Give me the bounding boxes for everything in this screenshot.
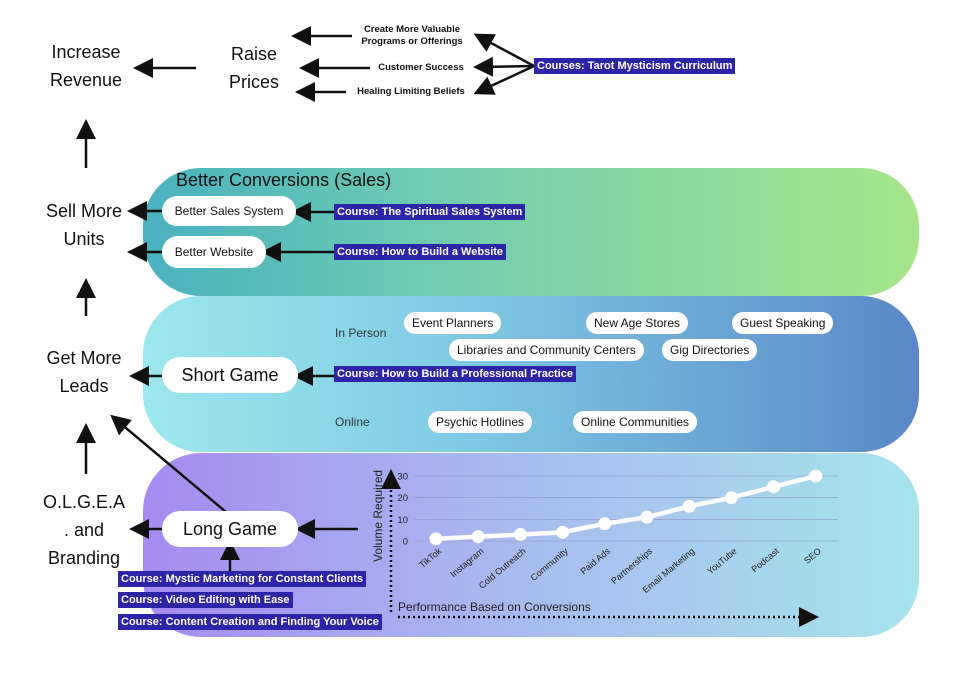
data-point-5 xyxy=(640,510,654,524)
data-point-3 xyxy=(556,525,570,539)
y-tick-label: 0 xyxy=(403,537,408,548)
course-professional-practice: Course: How to Build a Professional Prac… xyxy=(334,366,576,382)
x-tick-label: SEO xyxy=(802,546,823,566)
label-in-person: In Person xyxy=(335,326,387,340)
pill-gig-directories: Gig Directories xyxy=(662,339,758,361)
course-mystic-marketing: Course: Mystic Marketing for Constant Cl… xyxy=(118,571,367,587)
pill-short-game: Short Game xyxy=(162,357,298,393)
course-spiritual-sales-system: Course: The Spiritual Sales System xyxy=(334,204,526,220)
arrow-tarot-to-item2 xyxy=(473,56,535,77)
arrow-tarot-to-item1 xyxy=(473,33,535,68)
pill-psychic-hotlines: Psychic Hotlines xyxy=(428,411,533,433)
x-tick-label: Instagram xyxy=(448,546,485,579)
label-online: Online xyxy=(335,415,370,429)
pill-libraries-community-centers: Libraries and Community Centers xyxy=(449,339,644,361)
stage-sell-more-units: Sell More Units xyxy=(45,201,123,249)
course-build-website: Course: How to Build a Website xyxy=(334,244,507,260)
y-axis-label: Volume Required xyxy=(371,470,385,562)
raise-item-valuable-programs: Create More Valuable Programs or Offerin… xyxy=(361,24,463,47)
pill-better-sales-system: Better Sales System xyxy=(162,196,296,226)
stage-get-more-leads: Get More Leads xyxy=(46,348,122,396)
arrow-long-to-leads xyxy=(110,414,227,513)
data-point-9 xyxy=(809,469,823,483)
conversions-title: Better Conversions (Sales) xyxy=(176,170,392,190)
data-point-0 xyxy=(429,532,443,546)
data-point-8 xyxy=(767,480,781,494)
pill-better-website: Better Website xyxy=(162,236,266,268)
pill-long-game: Long Game xyxy=(162,511,298,547)
x-tick-label: Partnerships xyxy=(609,546,655,586)
x-tick-label: Community xyxy=(529,546,571,583)
x-tick-label: TikTok xyxy=(417,546,443,570)
y-tick-label: 20 xyxy=(397,493,408,504)
course-tarot-curriculum: Courses: Tarot Mysticism Curriculum xyxy=(534,58,736,74)
course-video-editing: Course: Video Editing with Ease xyxy=(118,592,293,608)
data-point-1 xyxy=(471,530,485,544)
data-point-6 xyxy=(682,499,696,513)
pill-guest-speaking: Guest Speaking xyxy=(732,312,834,334)
data-point-4 xyxy=(598,517,612,531)
stage-raise-prices: Raise Prices xyxy=(228,44,279,92)
series-line xyxy=(435,473,817,542)
x-tick-label: YouTube xyxy=(705,546,739,576)
raise-item-customer-success: Customer Success xyxy=(378,62,464,73)
pill-online-communities: Online Communities xyxy=(573,411,698,433)
stage-increase-revenue: Increase Revenue xyxy=(49,42,123,90)
pill-event-planners: Event Planners xyxy=(404,312,502,334)
data-point-2 xyxy=(513,528,527,541)
conversions-band xyxy=(143,168,919,296)
arrow-tarot-to-item3 xyxy=(473,64,535,95)
data-point-7 xyxy=(724,491,738,505)
stage-olgea-branding: O.L.G.E.A . and Branding xyxy=(42,492,126,568)
y-tick-label: 30 xyxy=(397,472,408,483)
course-content-creation: Course: Content Creation and Finding You… xyxy=(118,614,382,630)
x-tick-label: Podcast xyxy=(750,546,782,575)
x-tick-label: Paid Ads xyxy=(578,546,612,577)
x-axis-label: Performance Based on Conversions xyxy=(398,600,591,614)
y-tick-label: 10 xyxy=(397,515,408,526)
raise-item-healing-beliefs: Healing Limiting Beliefs xyxy=(357,86,465,97)
pill-new-age-stores: New Age Stores xyxy=(586,312,689,334)
